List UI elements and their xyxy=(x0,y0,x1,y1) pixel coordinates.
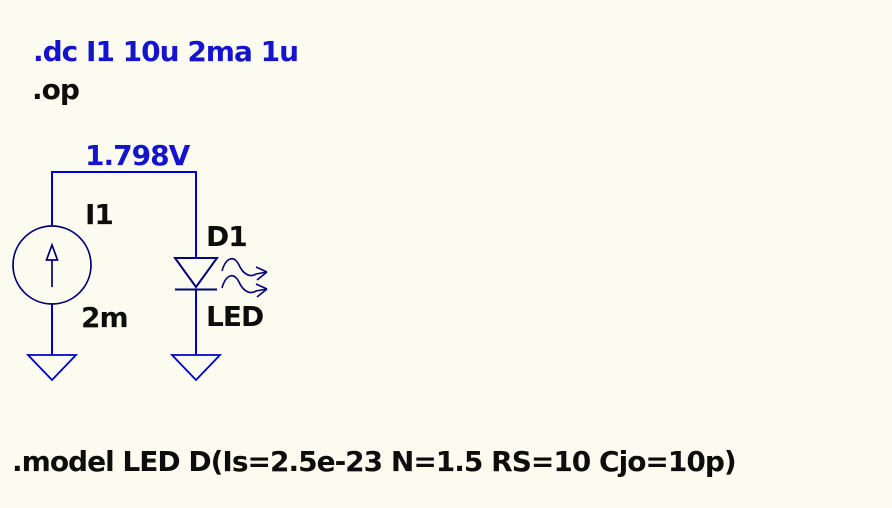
ground-symbol-left[interactable] xyxy=(25,354,79,382)
directive-dc-sweep[interactable]: .dc I1 10u 2ma 1u xyxy=(33,35,299,68)
led-light-arrows-icon xyxy=(221,258,268,298)
directive-operating-point[interactable]: .op xyxy=(32,73,80,106)
current-source-symbol[interactable] xyxy=(12,225,92,305)
wire-net-top[interactable] xyxy=(51,171,197,258)
current-source-value-label[interactable]: 2m xyxy=(81,301,129,334)
diode-symbol[interactable] xyxy=(173,257,268,298)
diode-value-label[interactable]: LED xyxy=(206,300,264,333)
diode-designator-label[interactable]: D1 xyxy=(206,220,248,253)
current-arrow-icon xyxy=(45,242,59,287)
current-source-designator-label[interactable]: I1 xyxy=(85,198,114,231)
ground-symbol-right[interactable] xyxy=(169,354,223,382)
node-voltage-label[interactable]: 1.798V xyxy=(85,139,190,172)
directive-diode-model[interactable]: .model LED D(Is=2.5e-23 N=1.5 RS=10 Cjo=… xyxy=(12,445,737,478)
